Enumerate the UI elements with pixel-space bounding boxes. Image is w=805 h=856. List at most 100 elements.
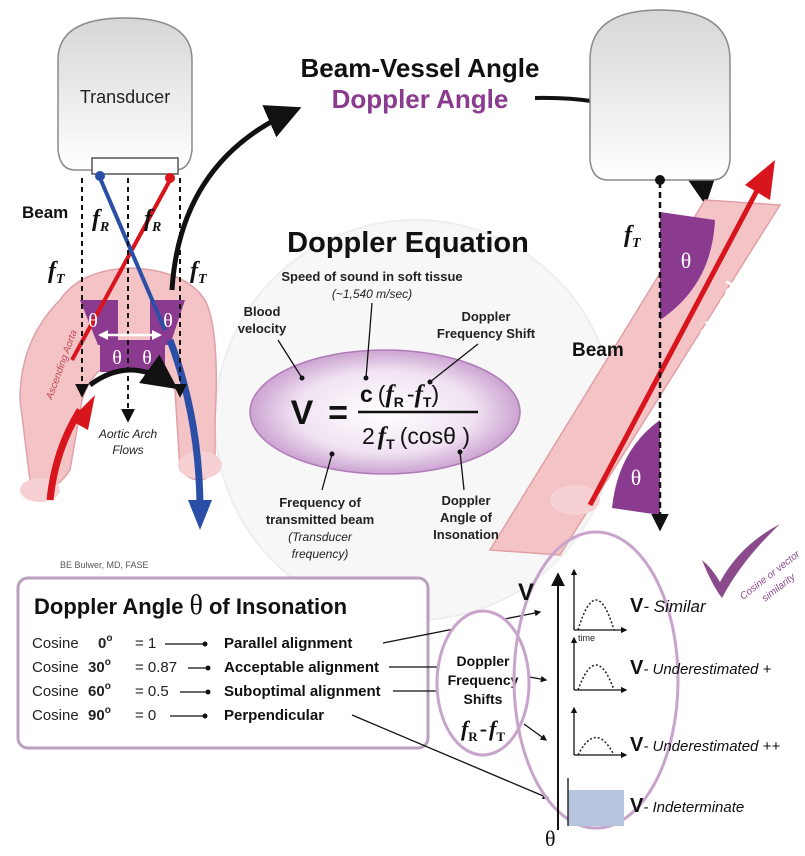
- eq-numerator: c(fR-fT): [360, 381, 439, 410]
- arch-flow-arrow: [88, 354, 178, 390]
- result-underestimated-2: V- Underestimated ++: [630, 734, 780, 756]
- theta-wedge-3: [100, 340, 165, 372]
- curved-arrow-left: [169, 105, 302, 291]
- speed-label-2: (~1,540 m/sec): [332, 287, 412, 301]
- right-theta-top: θ: [681, 248, 692, 273]
- speed-label-1: Speed of sound in soft tissue: [281, 269, 462, 284]
- transducer-label: Transducer: [80, 87, 170, 107]
- svg-text:Suboptimal alignment: Suboptimal alignment: [224, 683, 381, 700]
- result-similar: V- Similar: [630, 595, 707, 617]
- freq-label-4: frequency): [292, 547, 349, 561]
- fT-left: fT: [48, 258, 66, 287]
- table-row-2: Cosine 60o = 0.5 Suboptimal alignment: [32, 681, 381, 700]
- svg-text:Cosine: Cosine: [32, 659, 79, 676]
- svg-text:60o: 60o: [88, 681, 111, 700]
- title-line-2: Doppler Angle: [332, 84, 509, 114]
- indeterminate-fill: [568, 790, 624, 826]
- blood-velocity-label-2: velocity: [238, 321, 287, 336]
- blue-flow-dot: [95, 171, 105, 181]
- right-beam-dot: [655, 175, 665, 185]
- fR-left: fR: [92, 206, 109, 235]
- right-transducer: [589, 9, 731, 181]
- table-row-3: Cosine 90o = 0 Perpendicular: [32, 705, 324, 724]
- aortic-arch-label-1: Aortic Arch: [98, 427, 158, 441]
- red-flow-arrowhead: [70, 395, 95, 430]
- svg-text:90o: 90o: [88, 705, 111, 724]
- svg-text:Cosine: Cosine: [32, 707, 79, 724]
- eq-equals: =: [328, 394, 348, 432]
- angle-label-1: Doppler: [441, 493, 490, 508]
- chart-indeterminate: V- Indeterminate: [567, 778, 744, 826]
- vessel-cut: [550, 485, 600, 515]
- svg-text:= 0: = 0: [135, 707, 156, 724]
- waveform-underestimated-2: [577, 736, 615, 756]
- time-label: time: [578, 633, 595, 643]
- svg-text:Cosine: Cosine: [32, 683, 79, 700]
- vessel-flow-arrowhead: [745, 160, 775, 200]
- left-transducer: [57, 17, 193, 171]
- shift-pointer: [429, 343, 479, 383]
- svg-text:30o: 30o: [88, 657, 111, 676]
- theta-symbol-2: θ: [163, 310, 173, 332]
- freq-label-2: transmitted beam: [266, 512, 374, 527]
- table-row-1: Cosine 30o = 0.87 Acceptable alignment: [32, 657, 379, 676]
- svg-text:0o: 0o: [98, 633, 112, 652]
- chart-underestimated-1: V- Underestimated +: [570, 636, 772, 694]
- transducer-face: [91, 157, 179, 175]
- frequency-shifts-ellipse: Doppler Frequency Shifts fR-fT: [435, 609, 531, 757]
- table-box: [16, 576, 430, 750]
- shift-label-1: Doppler: [461, 309, 510, 324]
- velocity-pointer: [277, 339, 303, 379]
- blue-flow-beam: [98, 177, 167, 331]
- svg-text:= 0.87: = 0.87: [135, 659, 177, 676]
- title-line-1: Beam-Vessel Angle: [301, 53, 540, 83]
- freq-label-1: Frequency of: [279, 495, 361, 510]
- chart-underestimated-2: V- Underestimated ++: [570, 706, 780, 759]
- frequency-pointer: [321, 453, 333, 491]
- angle-label-2: Angle of: [440, 510, 493, 525]
- shifts-label-3: Shifts: [464, 691, 503, 707]
- eq-v: V: [291, 394, 314, 432]
- svg-text:Cosine: Cosine: [32, 635, 79, 652]
- right-panel: θ θ fT Beam Vessel: [488, 9, 782, 556]
- equation-section: Doppler Equation Speed of sound in soft …: [238, 227, 536, 561]
- angle-label-3: Insonation: [433, 527, 499, 542]
- aortic-arch-label-2: Flows: [112, 443, 143, 457]
- equation-heading: Doppler Equation: [287, 227, 529, 259]
- svg-text:Perpendicular: Perpendicular: [224, 707, 324, 724]
- red-flow-dot: [165, 173, 175, 183]
- svg-text:= 1: = 1: [135, 635, 156, 652]
- angle-pointer: [459, 451, 465, 491]
- theta-symbol-3: θ: [112, 347, 122, 369]
- red-flow-beam: [70, 179, 172, 361]
- svg-text:= 0.5: = 0.5: [135, 683, 169, 700]
- chart-similar: time V- Similar: [570, 568, 707, 643]
- fR-right: fR: [144, 206, 161, 235]
- right-theta-wedge-top: [660, 212, 715, 320]
- check-icon: [702, 524, 780, 598]
- blood-velocity-label-1: Blood: [244, 304, 281, 319]
- right-theta-wedge-bottom: [612, 420, 660, 515]
- waveform-similar: [577, 599, 615, 631]
- shift-label-2: Frequency Shift: [437, 326, 536, 341]
- left-beam-label: Beam: [22, 203, 68, 222]
- freq-label-3: (Transducer: [288, 530, 353, 544]
- vessel-flow-line: [587, 183, 763, 507]
- velocity-panel: V θ time V- Similar V- Underestimated + …: [512, 524, 803, 851]
- shifts-formula: fR-fT: [461, 716, 505, 744]
- right-beam-label: Beam: [572, 340, 624, 361]
- theta-symbol-4: θ: [142, 347, 152, 369]
- axis-theta-label: θ: [545, 826, 556, 851]
- shifts-label-2: Frequency: [448, 672, 519, 688]
- theta-symbol-1: θ: [88, 310, 98, 332]
- right-theta-bottom: θ: [631, 465, 642, 490]
- right-fT: fT: [624, 222, 642, 251]
- credit-label: BE Bulwer, MD, FASE: [60, 560, 149, 570]
- axis-v-label: V: [518, 579, 534, 606]
- left-panel: Transducer Ascending Aorta θ θ θ θ: [19, 17, 222, 570]
